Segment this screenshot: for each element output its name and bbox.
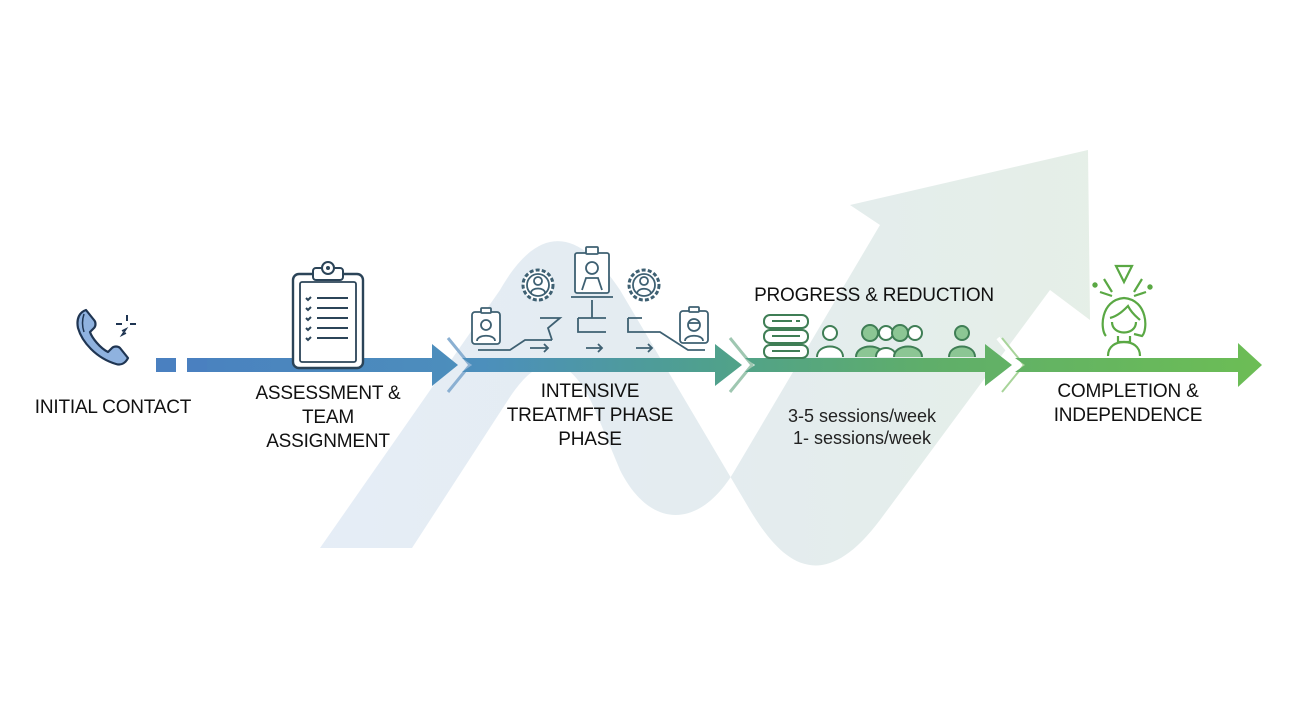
- stage-label-line: INTENSIVE: [540, 381, 640, 402]
- care-team-network-icon: [471, 246, 709, 353]
- gear-person-icon: [521, 268, 555, 302]
- flow-arrow-segment-3: [745, 344, 1012, 386]
- network-connectors: [478, 300, 705, 353]
- stage-label-assessment: ASSESSMENT & TEAM ASSIGNMENT: [228, 382, 428, 454]
- session-frequency-line: 3-5 sessions/week: [787, 406, 937, 426]
- background-growth-arrow: [320, 150, 1090, 566]
- badge-person-icon: [471, 307, 501, 345]
- stage-label-line: ASSESSMENT &: [255, 383, 401, 404]
- stage-label-line: INITIAL CONTACT: [34, 397, 192, 418]
- stage-heading-text: PROGRESS & REDUCTION: [754, 285, 994, 306]
- stage-label-line: INDEPENDENCE: [1053, 405, 1203, 426]
- chevron-separator-2: [728, 337, 754, 393]
- stage-label-line: COMPLETION &: [1057, 381, 1199, 402]
- flow-arrow-segment-2: [462, 344, 742, 386]
- stage-label-completion: COMPLETION & INDEPENDENCE: [1028, 380, 1228, 428]
- empowered-person-icon: [1092, 264, 1153, 357]
- stage-label-line: ASSIGNMENT: [266, 431, 390, 452]
- phone-ringing-icon: [76, 308, 136, 366]
- people-group-icon: [855, 324, 923, 358]
- session-frequency-line: 1- sessions/week: [792, 428, 932, 448]
- stage-label-line: TREATMFT PHASE: [506, 405, 674, 426]
- group-sessions-icon: [763, 314, 976, 359]
- stage-label-line: PHASE: [558, 429, 622, 450]
- stage-heading-progress-reduction: PROGRESS & REDUCTION: [736, 284, 1012, 308]
- badge-person-icon-2: [679, 306, 709, 344]
- person-filled-icon: [948, 325, 976, 358]
- stage-label-initial-contact: INITIAL CONTACT: [20, 396, 206, 420]
- clipboard-checklist-icon: [291, 261, 365, 370]
- gear-person-icon-2: [627, 268, 661, 302]
- stage-label-intensive-treatment: INTENSIVE TREATMFT PHASE PHASE: [490, 380, 690, 452]
- session-frequency-notes: 3-5 sessions/week 1- sessions/week: [762, 405, 962, 449]
- stacked-sessions-icon: [763, 314, 809, 359]
- person-outline-icon: [816, 325, 844, 358]
- flow-start-dashes: [156, 358, 207, 372]
- chevron-separator-3: [996, 336, 1026, 394]
- chevron-separator-1: [446, 337, 472, 393]
- flow-arrow-segment-4: [1015, 343, 1262, 387]
- stage-label-line: TEAM: [302, 407, 354, 428]
- framed-person-icon: [571, 246, 613, 298]
